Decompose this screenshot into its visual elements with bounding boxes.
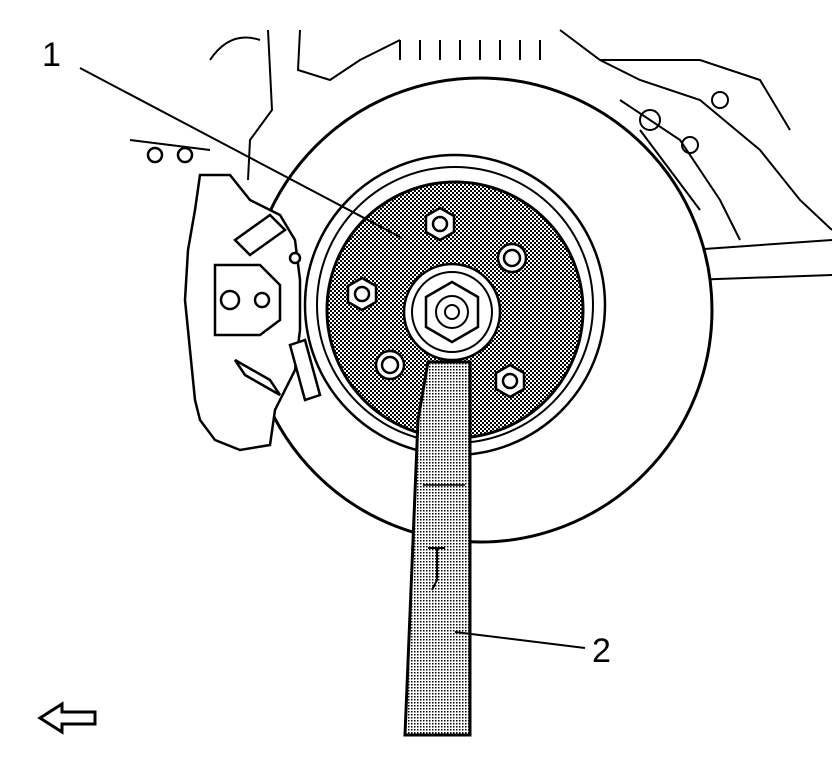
- background-structure: [129, 29, 832, 281]
- callout-2: 2: [592, 632, 611, 670]
- callout-1: 1: [42, 36, 61, 74]
- lug-nut: [494, 363, 526, 399]
- left-arrow-icon: [37, 701, 97, 735]
- lug-nuts: [346, 206, 528, 399]
- lug-nut: [424, 206, 456, 242]
- holding-tool: [403, 360, 472, 737]
- callout-leaders: [79, 67, 586, 649]
- lug-nut: [346, 276, 378, 312]
- lug-nut: [374, 349, 406, 381]
- brake-caliper: [146, 146, 322, 452]
- lug-nut: [496, 242, 528, 274]
